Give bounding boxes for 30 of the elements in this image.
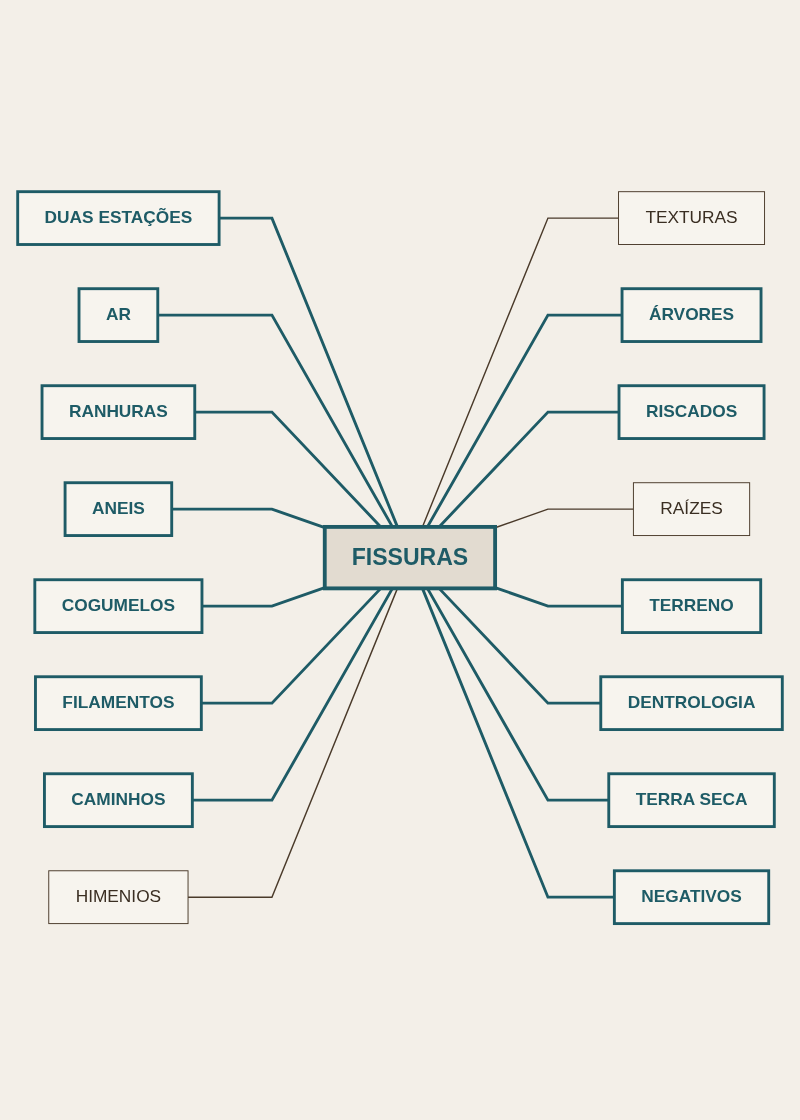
connector <box>192 588 394 802</box>
node-box: HIMENIOS <box>48 870 189 925</box>
connector <box>201 587 382 705</box>
node-box: ÁRVORES <box>620 287 763 344</box>
node-box: TERRENO <box>620 578 763 635</box>
node-box: FISSURAS <box>322 525 498 591</box>
connector <box>421 217 620 528</box>
connector <box>219 217 399 528</box>
node-box: FILAMENTOS <box>34 675 203 732</box>
connector <box>187 588 399 899</box>
connector <box>421 588 615 899</box>
node-box: RISCADOS <box>617 384 766 441</box>
node-box: TERRA SECA <box>607 772 776 829</box>
connector <box>494 508 635 529</box>
node-box: AR <box>77 287 160 344</box>
node-box: DUAS ESTAÇÕES <box>16 190 221 247</box>
node-box: RANHURAS <box>40 384 197 441</box>
node-box: COGUMELOS <box>33 578 204 635</box>
connector <box>171 508 326 530</box>
node-box: TEXTURAS <box>618 191 766 246</box>
node-box: ANEIS <box>63 481 174 538</box>
node-box: CAMINHOS <box>43 772 194 829</box>
node-box: DENTROLOGIA <box>599 675 784 732</box>
connector <box>494 586 623 608</box>
connector <box>426 588 609 802</box>
node-box: NEGATIVOS <box>612 869 771 926</box>
connector <box>157 314 394 528</box>
connector <box>426 314 623 528</box>
connector <box>201 586 326 608</box>
node-box: RAÍZES <box>632 482 751 537</box>
